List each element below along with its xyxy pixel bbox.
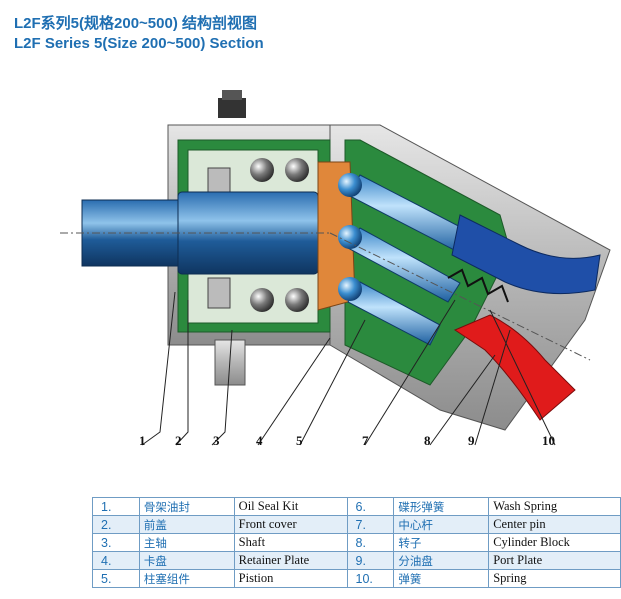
bearing-balls — [207, 158, 309, 312]
part-number: 3. — [92, 533, 140, 552]
part-name-en: Wash Spring — [488, 497, 621, 516]
part-name-cn: 弹簧 — [393, 569, 490, 588]
part-number: 7. — [346, 515, 395, 534]
part-name-en: Center pin — [488, 515, 621, 534]
callout-8: 8 — [424, 433, 431, 448]
callout-1: 1 — [139, 433, 146, 448]
callout-numbers: 1 2 3 4 5 7 8 9 10 — [139, 433, 555, 448]
part-name-cn: 中心杆 — [393, 515, 490, 534]
table-row: 5. 柱塞组件 Pistion 10. 弹簧 Spring — [92, 569, 621, 588]
callout-9: 9 — [468, 433, 475, 448]
part-name-cn: 分油盘 — [393, 551, 490, 570]
part-name-en: Cylinder Block — [488, 533, 621, 552]
pump-section-diagram: 1 2 3 4 5 7 8 9 10 — [60, 90, 611, 448]
part-name-cn: 卡盘 — [138, 551, 235, 570]
part-name-en: Port Plate — [488, 551, 621, 570]
part-number: 9. — [346, 551, 395, 570]
part-name-en: Retainer Plate — [233, 551, 348, 570]
part-number: 2. — [92, 515, 140, 534]
callout-10: 10 — [542, 433, 555, 448]
part-name-en: Shaft — [233, 533, 348, 552]
part-number: 6. — [346, 497, 395, 516]
axis-line-inclined — [329, 232, 591, 361]
port-channels — [451, 214, 601, 421]
part-name-en: Oil Seal Kit — [233, 497, 348, 516]
part-number: 4. — [92, 551, 140, 570]
table-row: 2. 前盖 Front cover 7. 中心杆 Center pin — [92, 515, 621, 534]
part-number: 8. — [346, 533, 395, 552]
pistons — [338, 173, 471, 346]
part-name-en: Spring — [488, 569, 621, 588]
callout-leaders — [141, 291, 556, 446]
part-name-en: Pistion — [233, 569, 348, 588]
part-name-cn: 骨架油封 — [138, 497, 235, 516]
table-row: 4. 卡盘 Retainer Plate 9. 分油盘 Port Plate — [92, 551, 621, 570]
part-name-cn: 转子 — [393, 533, 490, 552]
table-row: 3. 主轴 Shaft 8. 转子 Cylinder Block — [92, 533, 621, 552]
part-name-cn: 碟形弹簧 — [393, 497, 490, 516]
callout-3: 3 — [213, 433, 220, 448]
part-number: 10. — [346, 569, 395, 588]
part-name-cn: 前盖 — [138, 515, 235, 534]
title-chinese: L2F系列5(规格200~500) 结构剖视图 — [14, 15, 257, 32]
part-name-cn: 柱塞组件 — [138, 569, 235, 588]
callout-7: 7 — [362, 433, 369, 448]
title-english: L2F Series 5(Size 200~500) Section — [14, 35, 264, 52]
parts-table: 1. 骨架油封 Oil Seal Kit 6. 碟形弹簧 Wash Spring… — [92, 497, 621, 588]
callout-4: 4 — [256, 433, 263, 448]
callout-2: 2 — [175, 433, 182, 448]
table-row: 1. 骨架油封 Oil Seal Kit 6. 碟形弹簧 Wash Spring — [92, 497, 621, 516]
part-name-cn: 主轴 — [138, 533, 235, 552]
part-number: 5. — [92, 569, 140, 588]
callout-5: 5 — [296, 433, 303, 448]
part-number: 1. — [92, 497, 140, 516]
part-name-en: Front cover — [233, 515, 348, 534]
center-spring — [447, 268, 509, 303]
